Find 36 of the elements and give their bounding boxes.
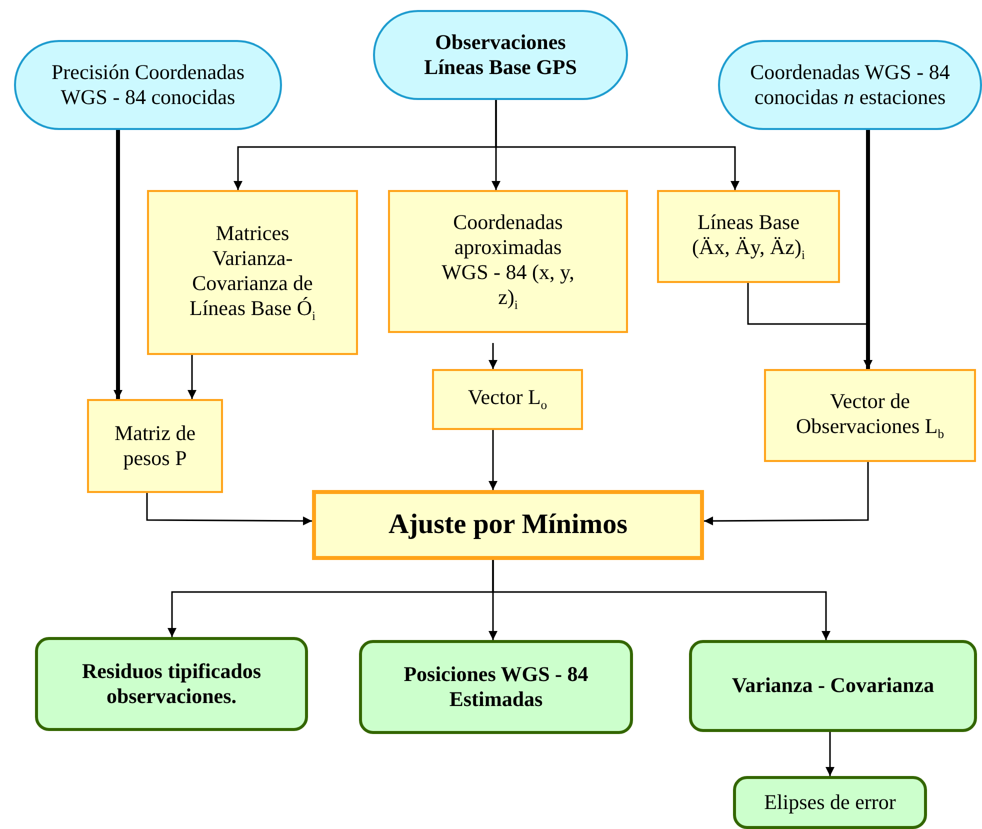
node-text: Elipses de error <box>764 790 896 816</box>
node-text: Coordenadas WGS - 84 conocidas n estaciones <box>749 60 951 110</box>
result-box <box>733 776 927 829</box>
node-text: Matrices Varianza-Covarianza de Líneas Base Ó$_{i}$ <box>188 220 316 324</box>
node-text: Coordenadas aproximadas WGS - 84 (x, y, z)$_{i}$ <box>440 210 576 314</box>
arrow <box>114 130 122 399</box>
node-text: Precisión Coordenadas WGS - 84 conocidas <box>50 60 246 110</box>
result-box <box>359 640 633 734</box>
arrow <box>146 493 312 526</box>
arrow <box>826 732 834 776</box>
result-box <box>689 640 977 732</box>
node-text: Residuos tipificados observaciones. <box>80 658 262 710</box>
result-box <box>35 637 308 731</box>
arrow <box>488 430 498 490</box>
node-text: Vector L$_{o}$ <box>468 385 548 414</box>
arrow <box>864 128 872 369</box>
node-text: Observaciones Líneas Base GPS <box>423 30 578 80</box>
process-box <box>657 190 840 283</box>
process-box <box>312 490 704 560</box>
arrow <box>188 355 196 399</box>
process-box <box>147 190 358 355</box>
arrow <box>488 343 498 369</box>
process-box <box>87 399 223 493</box>
arrow <box>492 560 830 640</box>
process-box <box>432 369 583 430</box>
node-text: Líneas Base (Äx, Äy, Äz)$_{i}$ <box>691 210 806 264</box>
arrow <box>495 100 740 190</box>
arrow <box>704 462 869 526</box>
node-text: Posiciones WGS - 84 Estimadas <box>402 662 590 712</box>
node-text: Matriz de pesos P <box>113 420 197 472</box>
terminal-pill <box>718 40 982 130</box>
process-box <box>764 369 976 462</box>
node-text: Vector de Observaciones L$_{b}$ <box>795 388 945 442</box>
process-box <box>388 190 628 333</box>
node-text: Varianza - Covarianza <box>732 673 934 699</box>
node-text: Ajuste por Mínimos <box>388 508 628 542</box>
